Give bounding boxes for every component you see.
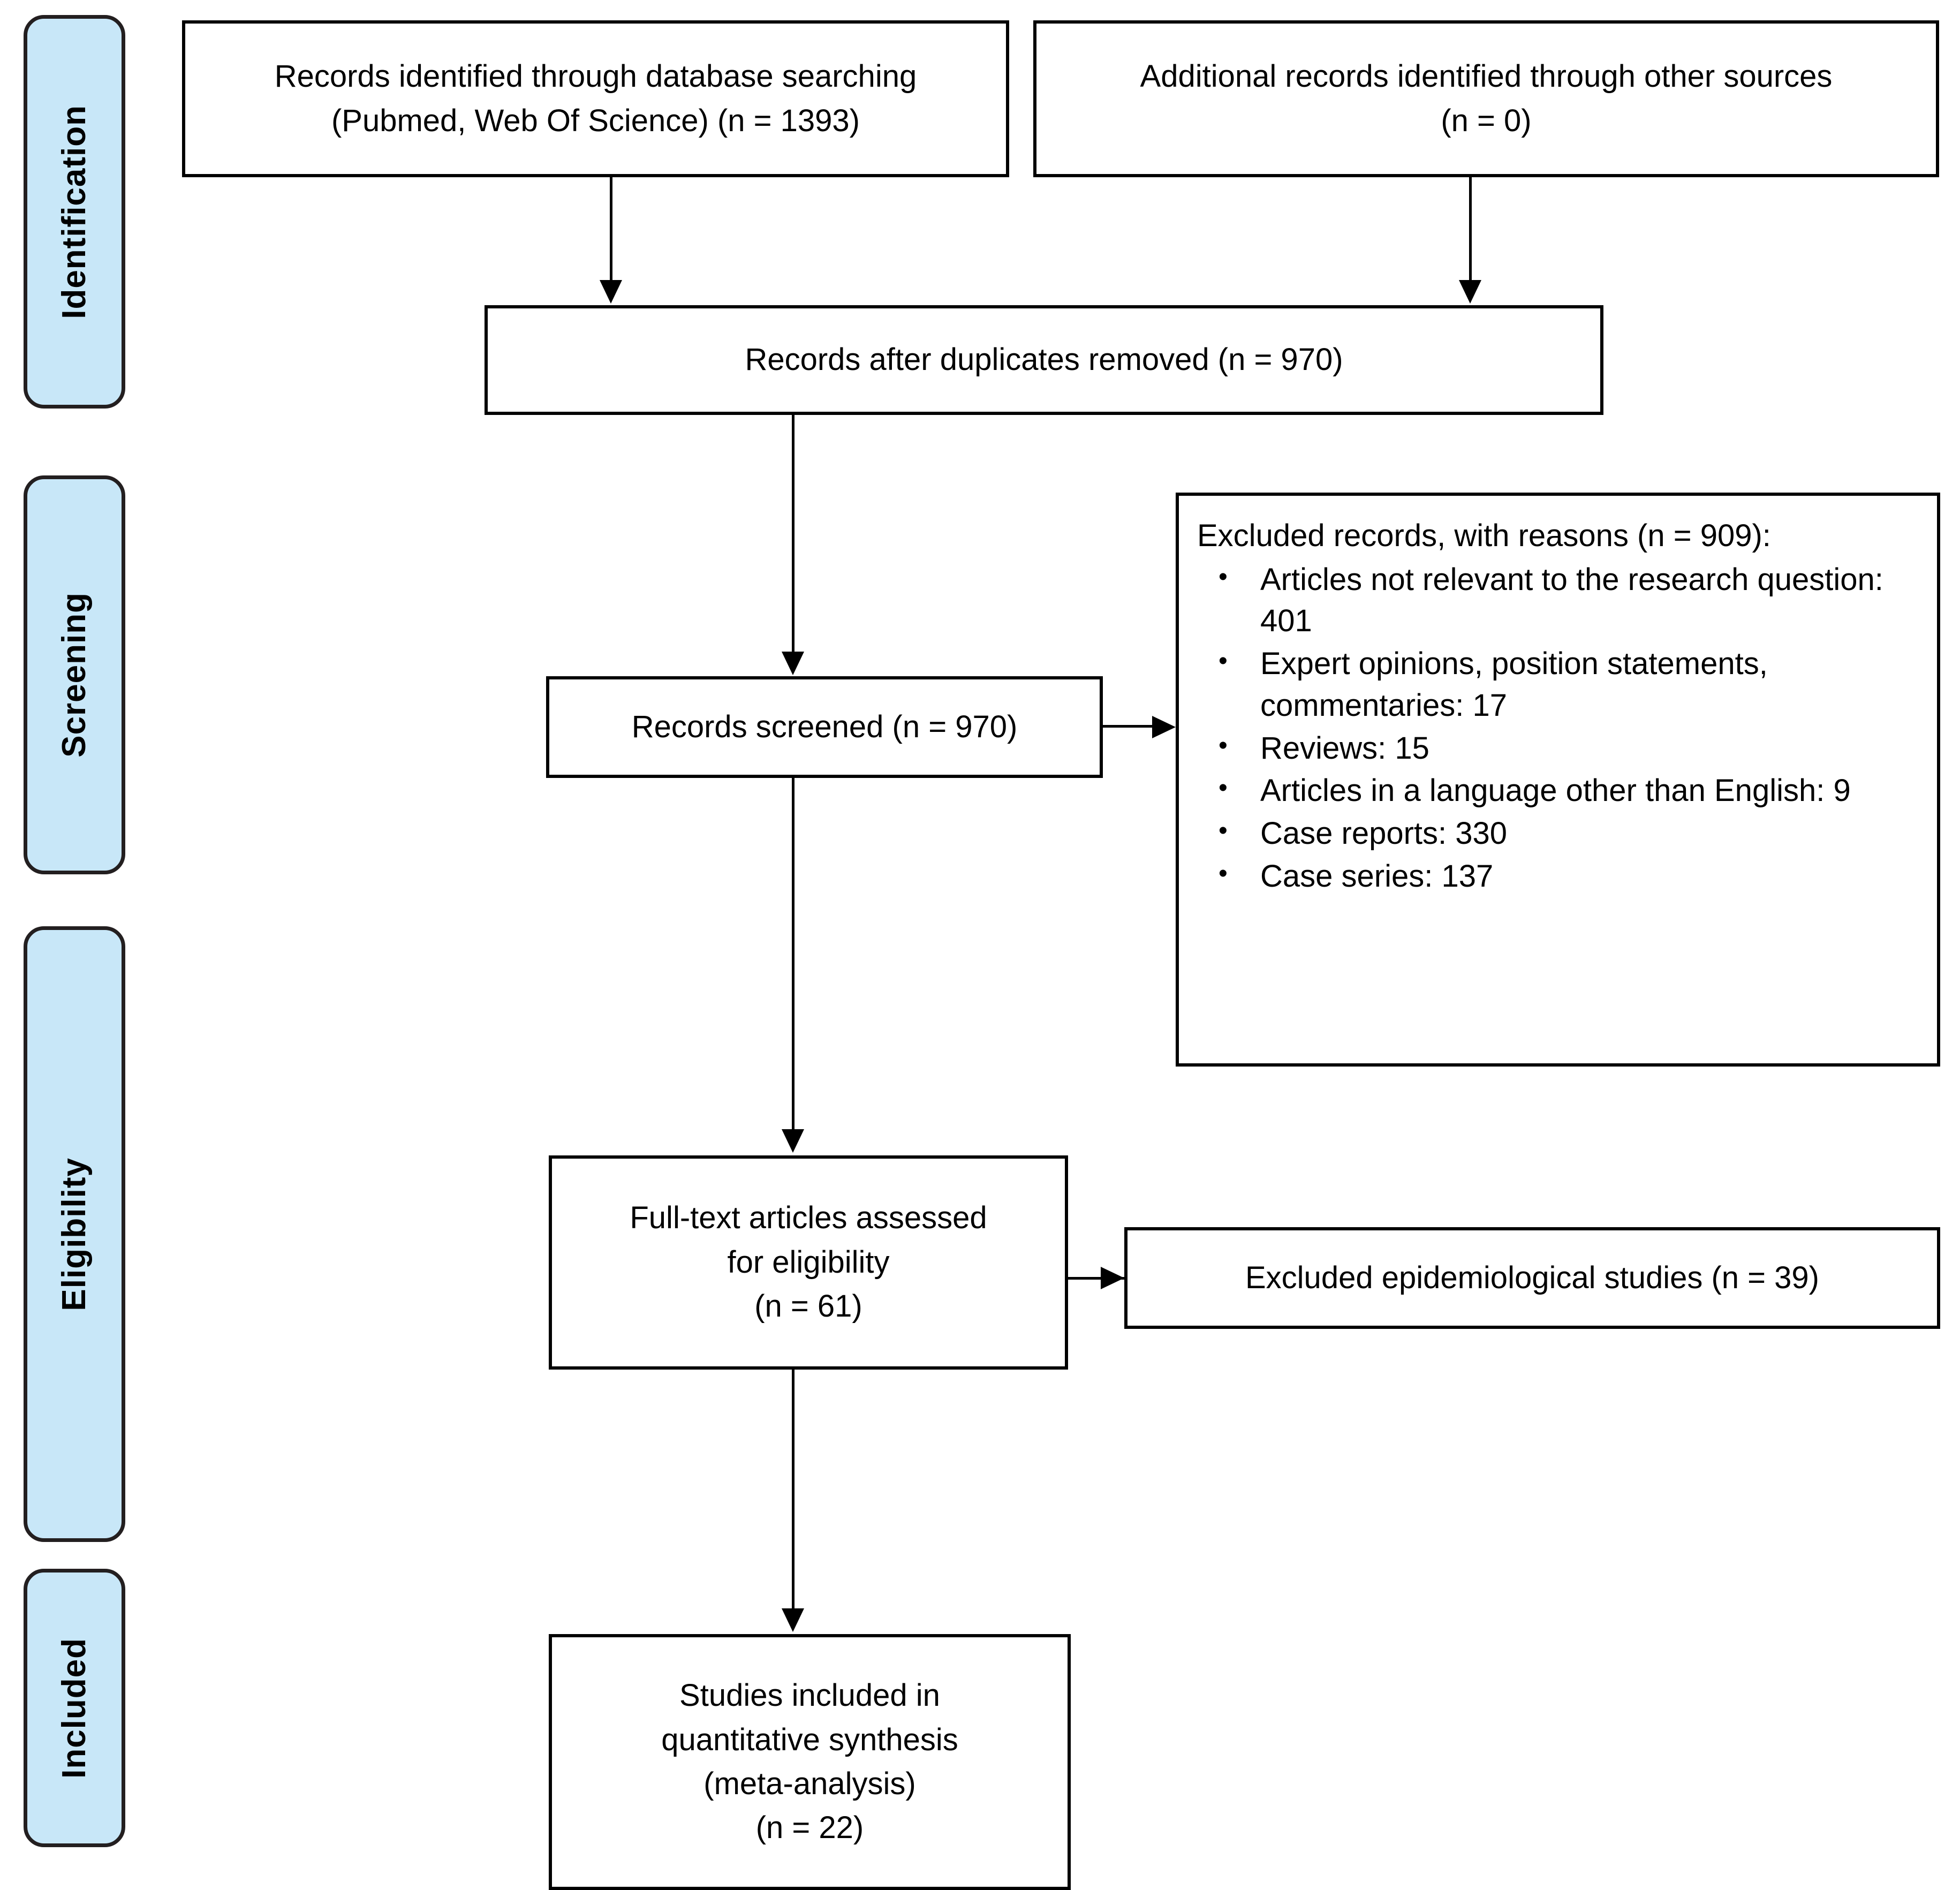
box-duplicates-removed-text: Records after duplicates removed (n = 97… [745, 342, 1343, 377]
box-duplicates-removed: Records after duplicates removed (n = 97… [485, 305, 1603, 415]
box-database-search-text: Records identified through database sear… [274, 59, 917, 138]
box-studies-included: Studies included in quantitative synthes… [549, 1634, 1071, 1890]
box-other-sources-text: Additional records identified through ot… [1140, 59, 1833, 138]
connector-other-sources-to-duplicates [1469, 177, 1472, 282]
phase-pill-screening: Screening [24, 475, 125, 874]
connector-database-search-to-duplicates [610, 177, 612, 282]
list-item: Expert opinions, position statements, co… [1197, 642, 1921, 726]
phase-pill-identification: Identification [24, 15, 125, 409]
excluded-reasons-list: Articles not relevant to the research qu… [1197, 558, 1921, 897]
arrowhead-duplicates-to-screened [782, 652, 804, 675]
list-item: Case series: 137 [1197, 855, 1921, 897]
arrowhead-other-sources-to-duplicates [1459, 280, 1481, 304]
phase-label-included: Included [56, 1637, 93, 1779]
box-records-screened-text: Records screened (n = 970) [631, 709, 1018, 744]
box-fulltext-assessed: Full-text articles assessed for eligibil… [549, 1155, 1068, 1370]
phase-pill-eligibility: Eligibility [24, 926, 125, 1542]
list-item: Case reports: 330 [1197, 812, 1921, 855]
list-item: Reviews: 15 [1197, 727, 1921, 769]
connector-screened-to-excluded-records [1103, 725, 1156, 728]
list-item: Articles not relevant to the research qu… [1197, 558, 1921, 642]
connector-duplicates-to-screened [792, 415, 794, 654]
list-item: Articles in a language other than Englis… [1197, 769, 1921, 812]
connector-fulltext-to-excluded-epi [1068, 1277, 1127, 1280]
phase-label-screening: Screening [56, 592, 93, 758]
arrowhead-fulltext-to-included [782, 1608, 804, 1632]
box-excluded-records: Excluded records, with reasons (n = 909)… [1176, 493, 1940, 1067]
phase-label-identification: Identification [56, 104, 93, 319]
arrowhead-screened-to-excluded-records [1152, 716, 1176, 738]
box-excluded-epidemiological: Excluded epidemiological studies (n = 39… [1124, 1227, 1940, 1329]
phase-label-eligibility: Eligibility [56, 1157, 93, 1311]
phase-pill-included: Included [24, 1569, 125, 1847]
arrowhead-screened-to-fulltext [782, 1129, 804, 1153]
box-database-search: Records identified through database sear… [182, 20, 1009, 177]
connector-fulltext-to-included [792, 1370, 794, 1611]
box-excluded-epidemiological-text: Excluded epidemiological studies (n = 39… [1245, 1260, 1819, 1295]
box-fulltext-assessed-text: Full-text articles assessed for eligibil… [630, 1200, 987, 1324]
box-excluded-records-title: Excluded records, with reasons (n = 909)… [1197, 518, 1771, 553]
connector-screened-to-fulltext [792, 778, 794, 1131]
box-other-sources: Additional records identified through ot… [1033, 20, 1939, 177]
box-studies-included-text: Studies included in quantitative synthes… [661, 1678, 958, 1846]
arrowhead-fulltext-to-excluded-epi [1101, 1267, 1124, 1289]
arrowhead-database-search-to-duplicates [600, 280, 622, 304]
box-records-screened: Records screened (n = 970) [546, 676, 1103, 778]
